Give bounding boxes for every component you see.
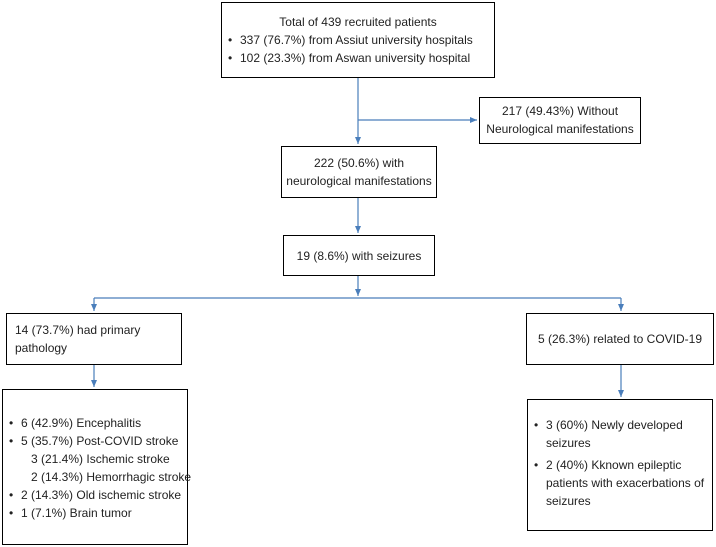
covid-label: 5 (26.3%) related to COVID-19 [537,332,703,346]
total-title: Total of 439 recruited patients [279,15,437,29]
primary-line-1: 14 (73.7%) had primary [15,323,141,337]
detail-encephalitis: •6 (42.9%) Encephalitis [9,416,142,430]
total-item-assiut: •337 (76.7%) from Assiut university hosp… [228,33,473,47]
without-line-1: 217 (49.43%) Without [501,104,619,118]
seizures-box: 19 (8.6%) with seizures [283,235,435,276]
with-neuro-box: 222 (50.6%) with neurological manifestat… [281,146,437,198]
covid-detail-box: •3 (60%) Newly developed seizures •2 (40… [527,399,713,531]
detail-post-covid-stroke: •5 (35.7%) Post-COVID stroke [9,434,179,448]
detail-brain-tumor: •1 (7.1%) Brain tumor [9,506,132,520]
with-neuro-line-2: neurological manifestations [286,174,432,188]
seizures-label: 19 (8.6%) with seizures [296,249,422,263]
primary-detail-box: •6 (42.9%) Encephalitis •5 (35.7%) Post-… [2,389,192,545]
detail-ischemic-stroke: 3 (21.4%) Ischemic stroke [31,452,170,466]
with-neuro-line-1: 222 (50.6%) with [313,156,405,170]
covid-related-box: 5 (26.3%) related to COVID-19 [526,313,714,365]
covid-detail-known-epileptic: •2 (40%) Kknown epileptic patients with … [534,458,705,508]
detail-old-ischemic-stroke: •2 (14.3%) Old ischemic stroke [9,488,182,502]
covid-detail-new-seizures: •3 (60%) Newly developed seizures [534,418,683,450]
total-item-aswan: •102 (23.3%) from Aswan university hospi… [228,51,471,65]
total-patients-box: Total of 439 recruited patients •337 (76… [221,2,495,78]
primary-line-2: pathology [15,341,68,355]
primary-pathology-box: 14 (73.7%) had primary pathology [6,313,182,365]
without-line-2: Neurological manifestations [486,122,634,136]
detail-hemorrhagic-stroke: 2 (14.3%) Hemorrhagic stroke [31,470,192,484]
without-neuro-box: 217 (49.43%) Without Neurological manife… [479,97,641,144]
